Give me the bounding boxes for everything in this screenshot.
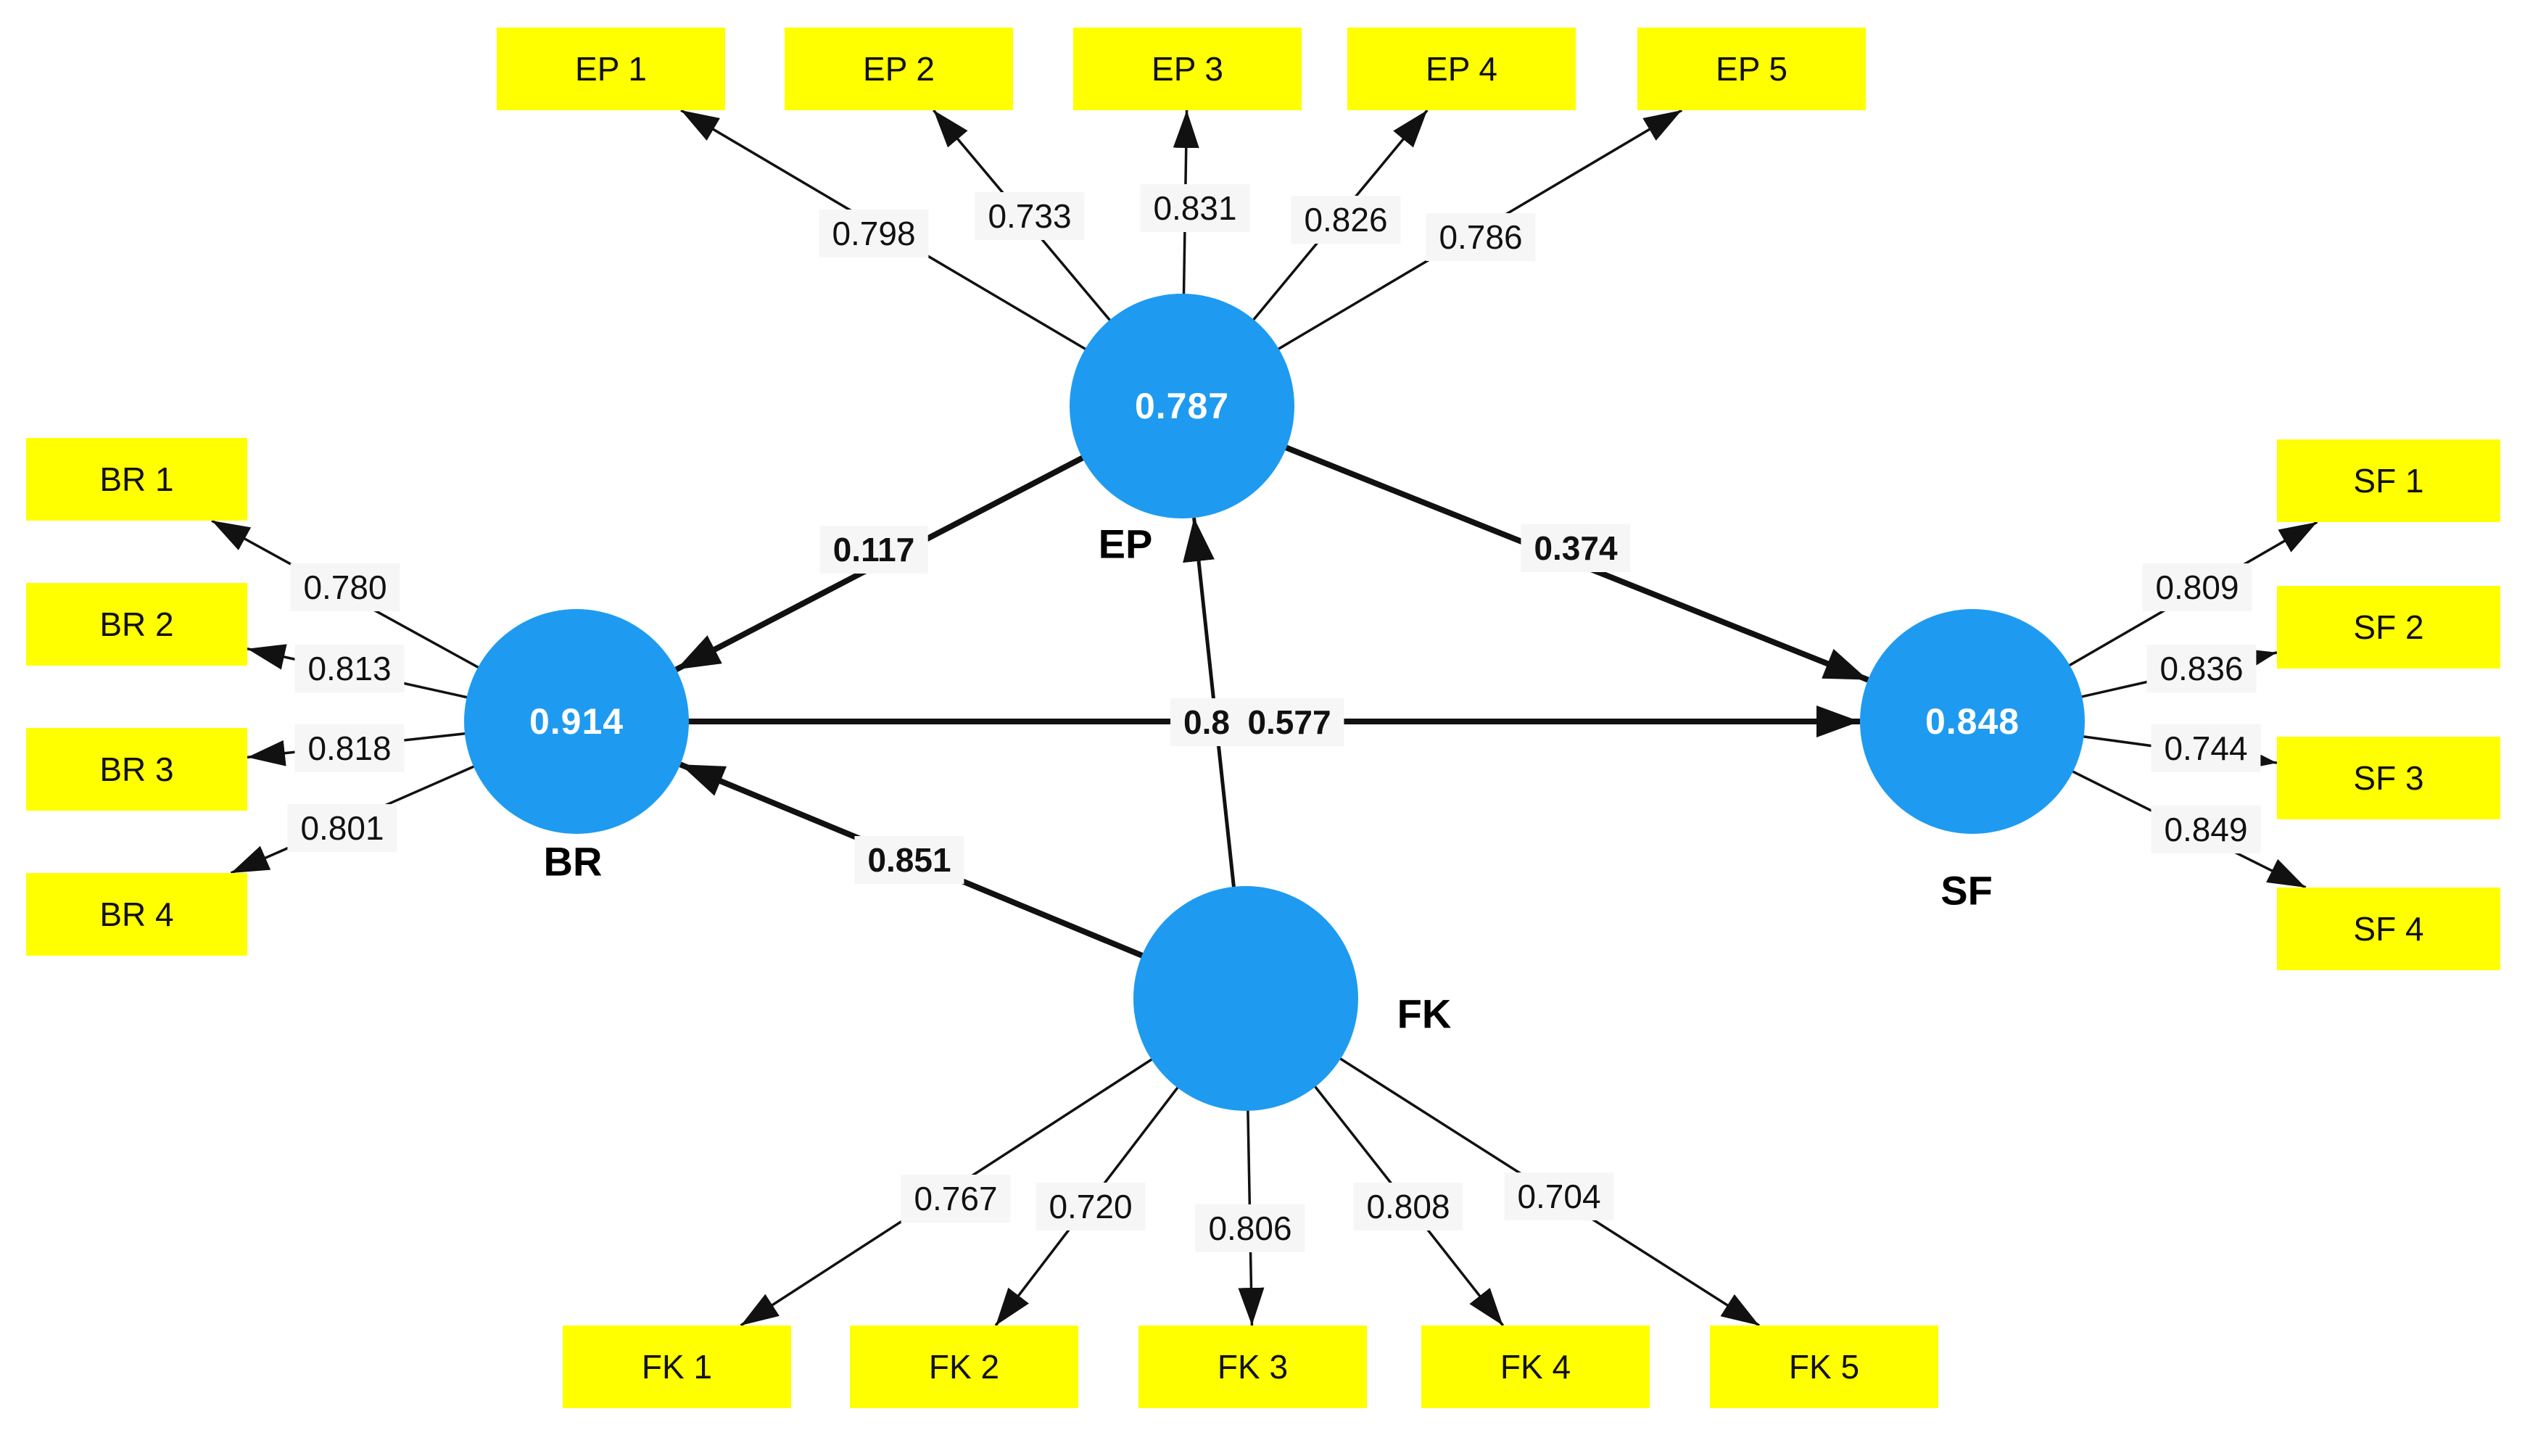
- path-FK-EP-coefficient: 0.8: [1170, 698, 1243, 746]
- construct-EP-rsquare-value: 0.787: [1134, 386, 1230, 426]
- indicator-EP1-box[interactable]: EP 1: [497, 28, 725, 110]
- loading-BR4-value: 0.801: [287, 804, 397, 852]
- indicator-EP5-box[interactable]: EP 5: [1637, 28, 1866, 110]
- loading-EP4-value: 0.826: [1291, 196, 1401, 244]
- indicator-FK1-label: FK 1: [641, 1348, 713, 1386]
- indicator-SF3-label: SF 3: [2353, 759, 2424, 797]
- loading-BR3-value: 0.818: [294, 724, 405, 772]
- path-EP-SF-coefficient: 0.374: [1521, 524, 1631, 572]
- construct-FK-circle[interactable]: [1133, 886, 1358, 1111]
- loading-FK2-value: 0.720: [1036, 1183, 1146, 1230]
- path-EP-BR-coefficient: 0.117: [819, 526, 928, 574]
- indicator-FK5-box[interactable]: FK 5: [1710, 1325, 1938, 1408]
- path-FK-BR-coefficient: 0.851: [854, 836, 964, 884]
- indicator-FK2-label: FK 2: [928, 1348, 1000, 1386]
- loading-FK1-value: 0.767: [901, 1175, 1011, 1223]
- indicator-FK4-label: FK 4: [1500, 1348, 1571, 1386]
- loading-SF4-value: 0.849: [2151, 806, 2261, 853]
- loading-EP1-value: 0.798: [819, 210, 929, 257]
- loading-FK3-value: 0.806: [1195, 1204, 1305, 1252]
- indicator-BR2-box[interactable]: BR 2: [26, 583, 247, 666]
- loading-FK4-value: 0.808: [1353, 1183, 1463, 1230]
- indicator-BR2-label: BR 2: [99, 605, 174, 643]
- indicator-SF1-box[interactable]: SF 1: [2277, 439, 2500, 522]
- loading-BR2-value: 0.813: [294, 645, 405, 692]
- construct-SF-rsquare-value: 0.848: [1925, 701, 2020, 742]
- indicator-SF2-label: SF 2: [2353, 608, 2424, 646]
- construct-FK-name-label: FK: [1397, 990, 1452, 1037]
- indicator-BR4-box[interactable]: BR 4: [26, 873, 247, 956]
- loading-SF1-value: 0.809: [2142, 563, 2252, 611]
- indicator-FK3-box[interactable]: FK 3: [1138, 1325, 1367, 1408]
- indicator-BR3-box[interactable]: BR 3: [26, 728, 247, 811]
- loading-EP2-value: 0.733: [975, 192, 1085, 240]
- indicator-EP4-label: EP 4: [1426, 50, 1497, 88]
- loading-SF2-value: 0.836: [2146, 645, 2257, 692]
- construct-SF-circle[interactable]: 0.848: [1860, 609, 2085, 834]
- indicator-FK2-box[interactable]: FK 2: [850, 1325, 1078, 1408]
- loading-EP5-value: 0.786: [1426, 213, 1536, 261]
- indicator-EP2-box[interactable]: EP 2: [785, 28, 1013, 110]
- indicator-BR1-label: BR 1: [99, 460, 174, 498]
- indicator-EP3-box[interactable]: EP 3: [1073, 28, 1302, 110]
- loading-SF3-value: 0.744: [2151, 724, 2261, 772]
- indicator-BR1-box[interactable]: BR 1: [26, 438, 247, 521]
- indicator-FK4-box[interactable]: FK 4: [1421, 1325, 1650, 1408]
- indicator-SF4-label: SF 4: [2353, 910, 2424, 948]
- loading-FK5-value: 0.704: [1504, 1172, 1614, 1220]
- indicator-SF4-box[interactable]: SF 4: [2277, 888, 2500, 970]
- indicator-FK1-box[interactable]: FK 1: [563, 1325, 791, 1408]
- indicator-BR3-label: BR 3: [99, 750, 174, 788]
- construct-SF-name-label: SF: [1940, 867, 1993, 914]
- indicator-SF3-box[interactable]: SF 3: [2277, 737, 2500, 819]
- construct-EP-circle[interactable]: 0.787: [1070, 294, 1294, 518]
- indicator-FK3-label: FK 3: [1217, 1348, 1289, 1386]
- path-BR-SF-coefficient: 0.577: [1234, 698, 1344, 746]
- construct-BR-name-label: BR: [543, 838, 603, 885]
- indicator-SF2-box[interactable]: SF 2: [2277, 586, 2500, 669]
- indicator-EP5-label: EP 5: [1716, 50, 1787, 88]
- loading-EP3-value: 0.831: [1140, 184, 1250, 232]
- loading-BR1-value: 0.780: [290, 563, 400, 611]
- indicator-BR4-label: BR 4: [99, 895, 174, 933]
- construct-BR-rsquare-value: 0.914: [529, 701, 624, 742]
- construct-BR-circle[interactable]: 0.914: [464, 609, 689, 834]
- construct-EP-name-label: EP: [1098, 521, 1153, 567]
- indicator-EP1-label: EP 1: [575, 50, 647, 88]
- indicator-EP2-label: EP 2: [863, 50, 935, 88]
- indicator-FK5-label: FK 5: [1788, 1348, 1860, 1386]
- indicator-SF1-label: SF 1: [2353, 462, 2424, 500]
- indicator-EP3-label: EP 3: [1152, 50, 1223, 88]
- indicator-EP4-box[interactable]: EP 4: [1347, 28, 1576, 110]
